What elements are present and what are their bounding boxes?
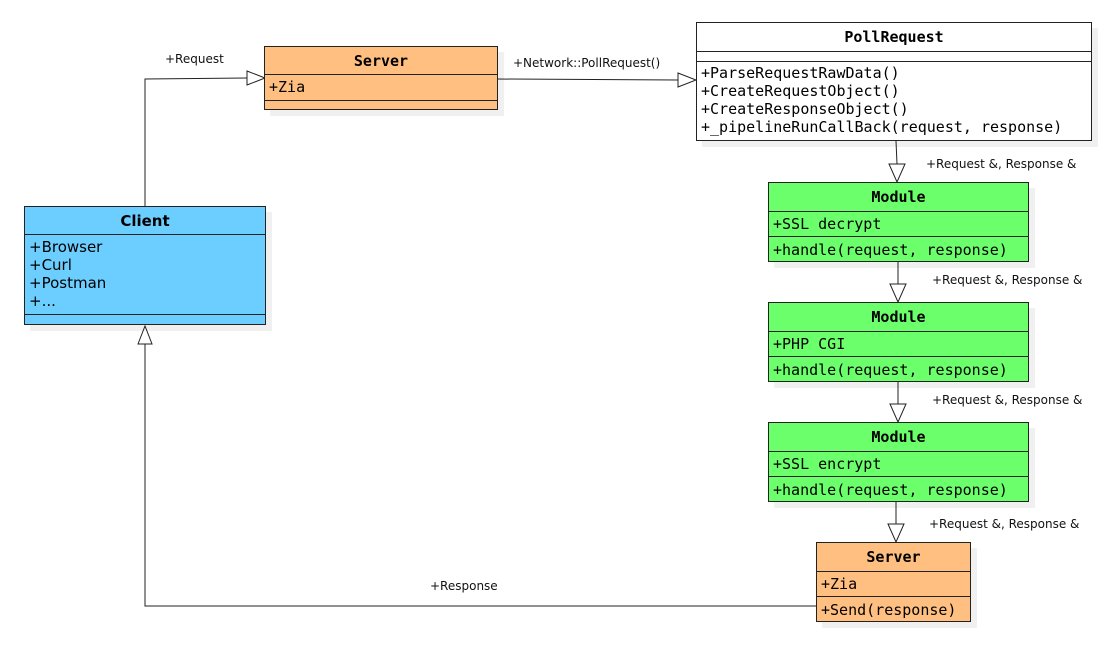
client-attr: +Browser: [29, 238, 103, 256]
server-bottom-attr: +Zia: [821, 575, 858, 593]
server-top-attr: +Zia: [269, 78, 306, 96]
pollrequest-methods: +ParseRequestRawData() +CreateRequestObj…: [697, 62, 1091, 136]
server-bottom-methods: +Send(response): [817, 597, 970, 619]
arrowhead-pollrequest: [677, 72, 698, 88]
module2-method: +handle(request, response): [773, 361, 1008, 379]
client-attr: +Postman: [29, 274, 107, 292]
edge-client-server: [144, 77, 248, 206]
client-attributes: +Browser +Curl +Postman +...: [25, 235, 265, 315]
arrowhead-server-bottom: [887, 523, 905, 544]
edge-label-response: +Response: [430, 579, 498, 593]
module3-method: +handle(request, response): [773, 481, 1008, 499]
arrowhead-server: [246, 70, 267, 86]
server-bottom-class[interactable]: Server +Zia +Send(response): [816, 542, 971, 622]
arrowhead-client: [137, 324, 153, 345]
edge-server-client: [144, 344, 816, 607]
edge-pollrequest-module1: [895, 140, 898, 165]
module3-attr: +SSL encrypt: [773, 455, 882, 473]
client-attr: +Curl: [29, 256, 72, 274]
module2-methods: +handle(request, response): [769, 357, 1028, 379]
edge-label-req-resp-3: +Request &, Response &: [932, 393, 1083, 407]
pollrequest-class[interactable]: PollRequest +ParseRequestRawData() +Crea…: [696, 22, 1092, 141]
module1-attr: +SSL decrypt: [773, 215, 882, 233]
module1-attributes: +SSL decrypt: [769, 212, 1028, 237]
module1-method: +handle(request, response): [773, 241, 1008, 259]
edge-server-pollrequest: [496, 78, 679, 81]
server-bottom-attributes: +Zia: [817, 572, 970, 597]
arrowhead-module2: [889, 283, 907, 304]
server-top-attributes: +Zia: [265, 75, 497, 101]
module2-attributes: +PHP CGI: [769, 332, 1028, 357]
module1-title: Module: [769, 183, 1028, 212]
module1-methods: +handle(request, response): [769, 237, 1028, 259]
pollrequest-method: +CreateRequestObject(): [701, 82, 900, 100]
edge-label-req-resp-2: +Request &, Response &: [932, 273, 1083, 287]
pollrequest-method: +CreateResponseObject(): [701, 100, 909, 118]
module-ssl-decrypt-class[interactable]: Module +SSL decrypt +handle(request, res…: [768, 182, 1029, 262]
pollrequest-title: PollRequest: [697, 23, 1091, 52]
arrowhead-module1: [888, 163, 906, 184]
edge-label-req-resp-1: +Request &, Response &: [926, 157, 1077, 171]
server-bottom-method: +Send(response): [821, 601, 957, 619]
module-ssl-encrypt-class[interactable]: Module +SSL encrypt +handle(request, res…: [768, 422, 1029, 502]
module3-methods: +handle(request, response): [769, 477, 1028, 499]
server-top-class[interactable]: Server +Zia: [264, 46, 498, 110]
edge-label-request: +Request: [165, 52, 224, 66]
server-top-methods: [265, 101, 497, 109]
client-title: Client: [25, 207, 265, 235]
edge-label-req-resp-4: +Request &, Response &: [929, 517, 1080, 531]
client-attr: +...: [29, 292, 56, 310]
module2-title: Module: [769, 303, 1028, 332]
pollrequest-method: +ParseRequestRawData(): [701, 64, 900, 82]
module2-attr: +PHP CGI: [773, 335, 846, 353]
module3-title: Module: [769, 423, 1028, 452]
pollrequest-attributes: [697, 52, 1091, 62]
pollrequest-method: +_pipelineRunCallBack(request, response): [701, 118, 1063, 136]
client-class[interactable]: Client +Browser +Curl +Postman +...: [24, 206, 266, 325]
module3-attributes: +SSL encrypt: [769, 452, 1028, 477]
server-bottom-title: Server: [817, 543, 970, 572]
module-php-cgi-class[interactable]: Module +PHP CGI +handle(request, respons…: [768, 302, 1029, 382]
server-top-title: Server: [265, 47, 497, 75]
client-methods: [25, 315, 265, 324]
arrowhead-module3: [889, 403, 907, 424]
edge-label-pollrequest-call: +Network::PollRequest(): [513, 56, 661, 70]
